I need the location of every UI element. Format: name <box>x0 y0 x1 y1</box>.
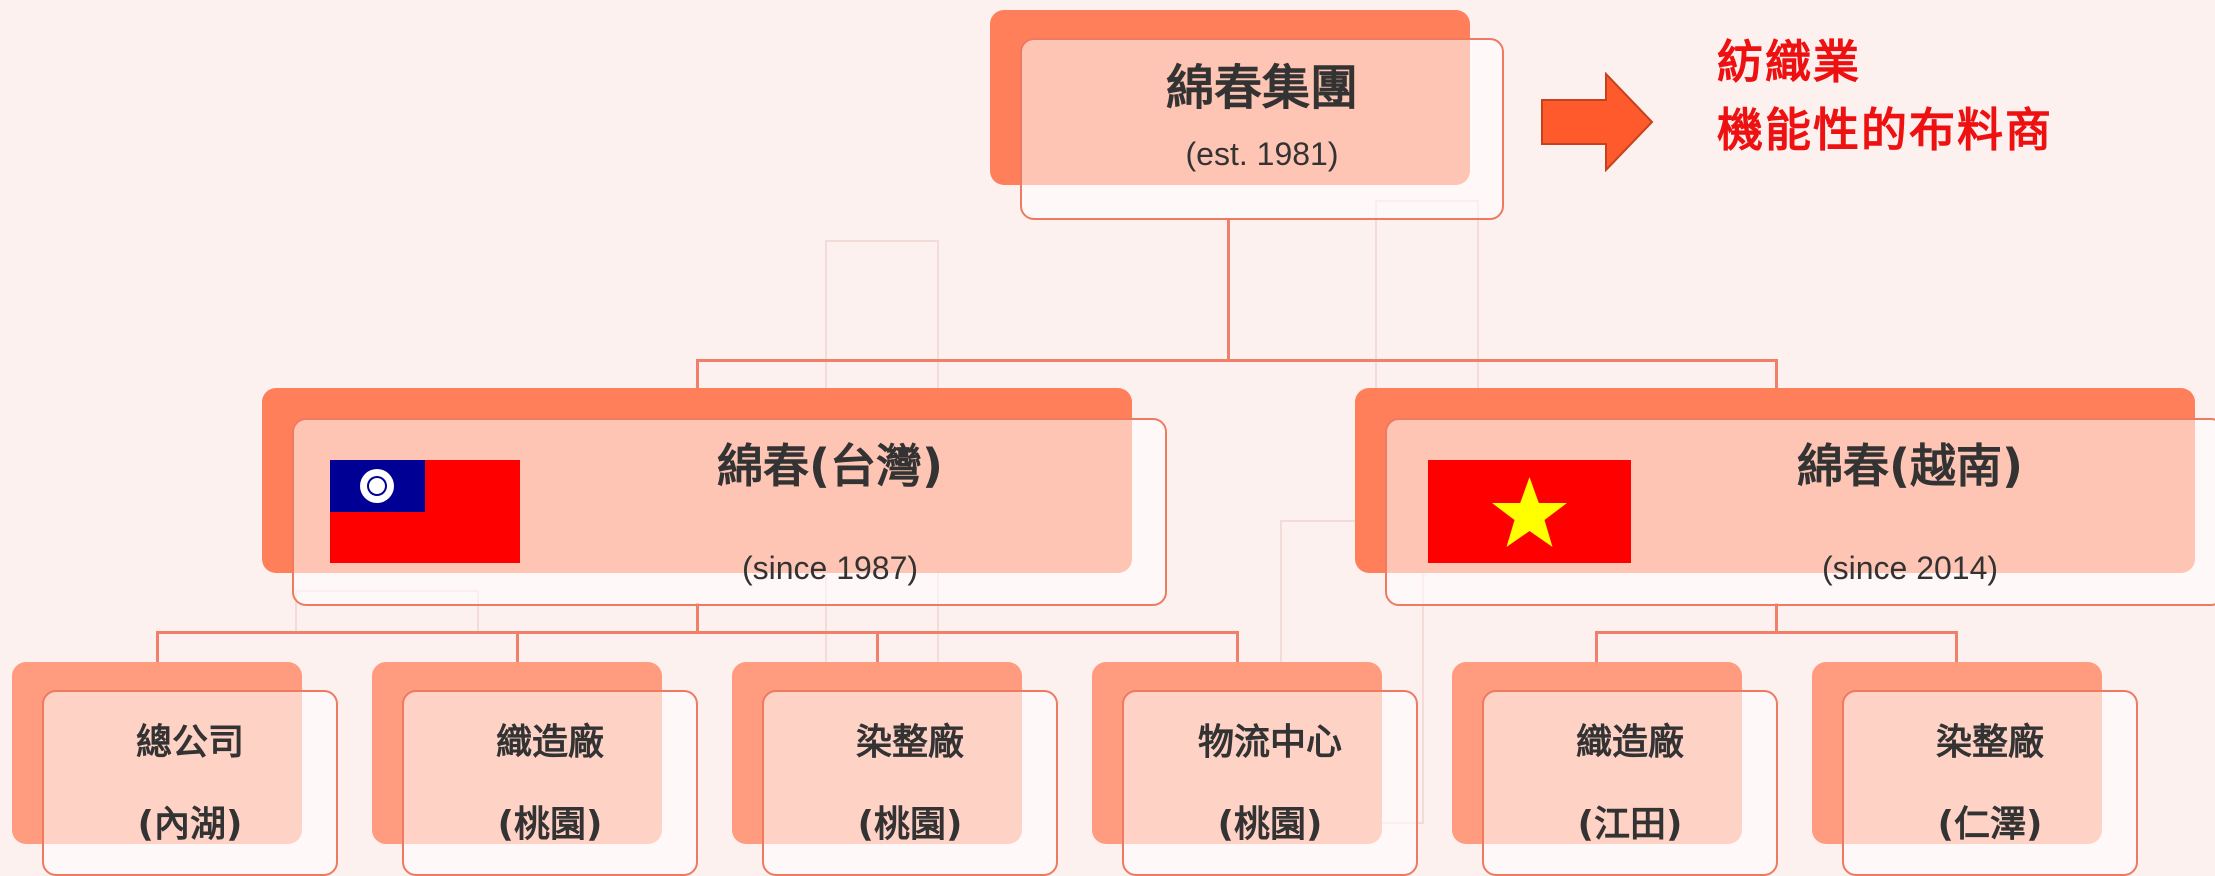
connector-taiwan-units-horizontal <box>156 631 1238 634</box>
connector-unit-1 <box>156 631 159 663</box>
unit-name: 織造廠 <box>495 722 604 763</box>
connector-unit-4 <box>1236 631 1239 663</box>
unit-location: (桃園) <box>497 804 603 845</box>
unit-location: (仁澤) <box>1937 804 2043 845</box>
connector-unit-5 <box>1595 631 1598 663</box>
unit-node <box>1842 690 2138 876</box>
unit-name: 物流中心 <box>1197 722 1342 763</box>
connector-unit-2 <box>516 631 519 663</box>
unit-node <box>1122 690 1418 876</box>
root-node-name: 綿春集團 <box>1165 60 1358 116</box>
taiwan-node-since: (since 1987) <box>741 550 919 586</box>
unit-node <box>1482 690 1778 876</box>
unit-location: (江田) <box>1577 804 1683 845</box>
connector-vietnam-units-horizontal <box>1595 631 1957 634</box>
connector-root-down <box>1227 218 1230 360</box>
vietnam-flag-icon <box>1428 460 1631 563</box>
unit-location: (內湖) <box>137 804 243 845</box>
unit-name: 織造廠 <box>1575 722 1684 763</box>
vietnam-node-name: 綿春(越南) <box>1796 439 2024 493</box>
arrow-right-icon <box>1541 72 1654 172</box>
connector-vietnam-down <box>1775 603 1778 633</box>
connector-branches-horizontal <box>696 359 1778 362</box>
unit-node <box>42 690 338 876</box>
tagline-industry: 紡織業 <box>1717 35 1861 89</box>
connector-taiwan-down <box>696 603 699 633</box>
unit-location: (桃園) <box>1217 804 1323 845</box>
root-node <box>1020 38 1504 220</box>
tagline-description: 機能性的布料商 <box>1717 103 2053 157</box>
unit-location: (桃園) <box>857 804 963 845</box>
connector-unit-6 <box>1955 631 1958 663</box>
unit-node <box>762 690 1058 876</box>
root-node-note: (est. 1981) <box>1185 136 1339 172</box>
unit-node <box>402 690 698 876</box>
vietnam-node-since: (since 2014) <box>1821 550 1999 586</box>
unit-name: 染整廠 <box>855 722 964 763</box>
taiwan-flag-icon <box>330 460 520 563</box>
taiwan-node-name: 綿春(台灣) <box>716 439 944 493</box>
unit-name: 總公司 <box>135 722 244 763</box>
unit-name: 染整廠 <box>1935 722 2044 763</box>
connector-unit-3 <box>876 631 879 663</box>
